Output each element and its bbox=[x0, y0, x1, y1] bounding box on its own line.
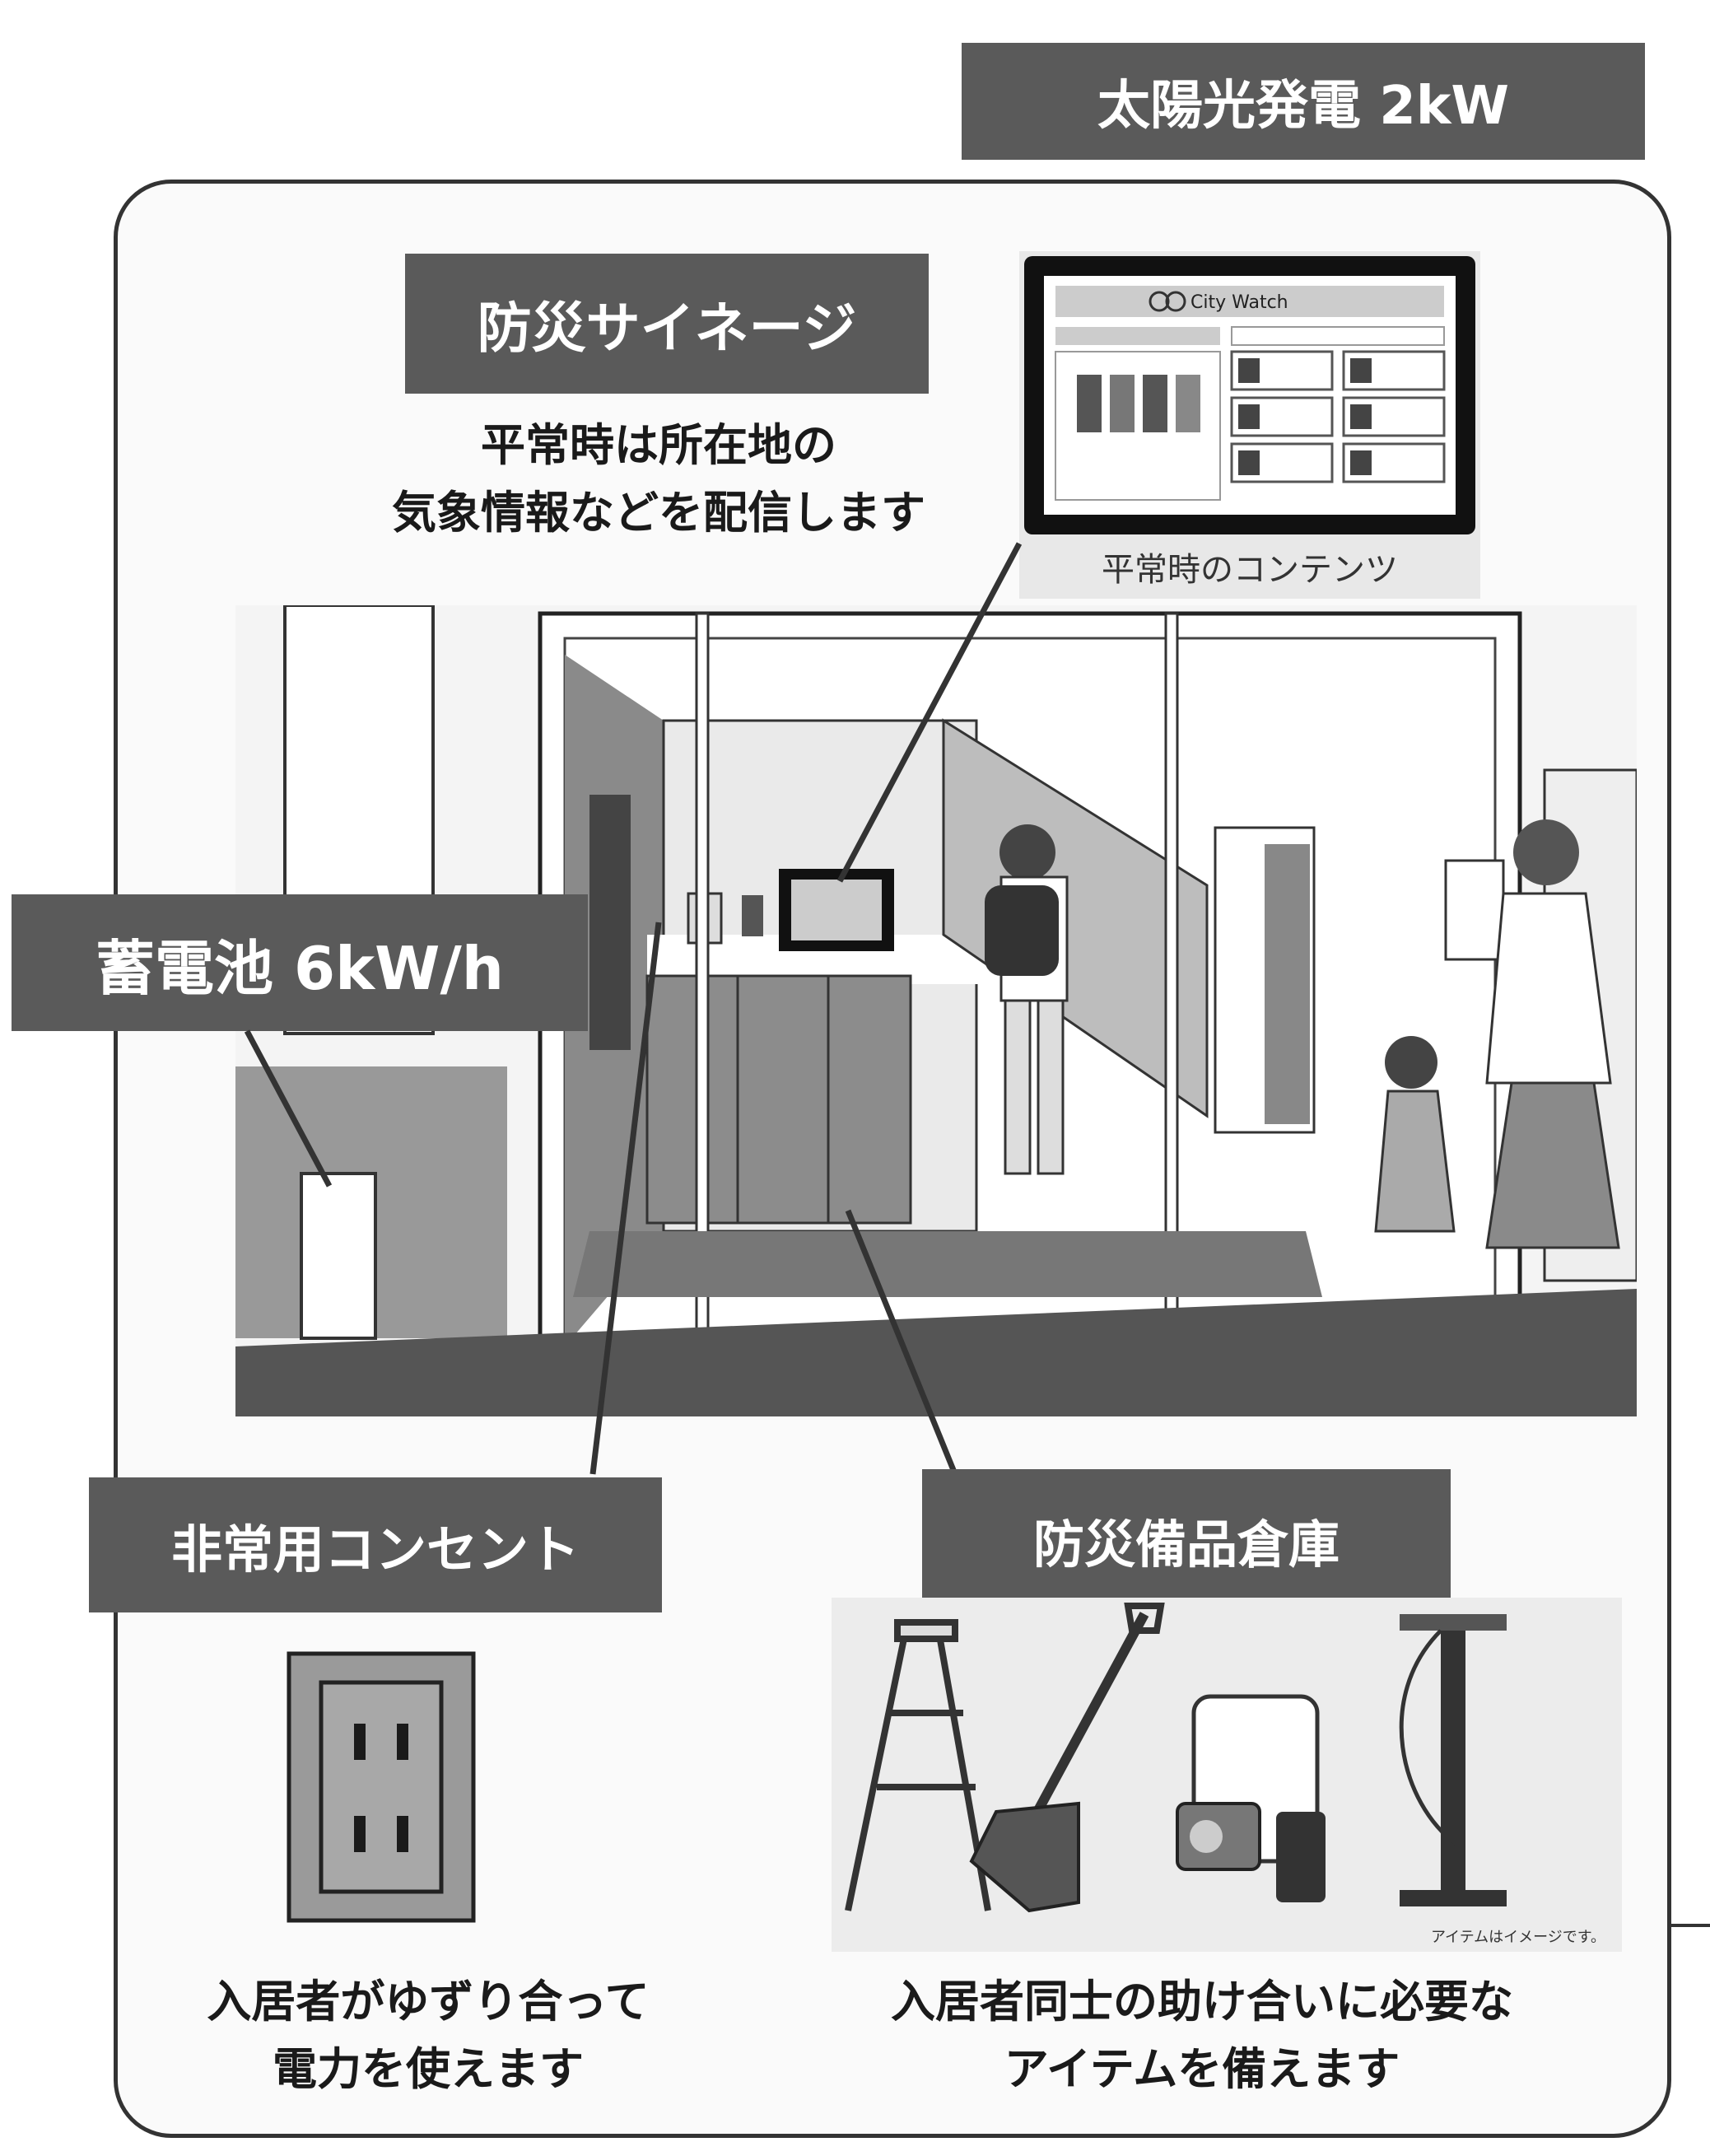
signage-screen: City Watch 平常時のコンテンツ bbox=[1019, 251, 1480, 599]
battery-leader-line bbox=[244, 1029, 333, 1188]
items-note: アイテムはイメージです。 bbox=[1431, 1929, 1605, 1946]
outlet-label: 非常用コンセント bbox=[89, 1477, 662, 1612]
storage-caption-line2: アイテムを備えます bbox=[1004, 2043, 1400, 2095]
storage-items-illustration: アイテムはイメージです。 bbox=[832, 1598, 1622, 1952]
storage-label: 防災備品倉庫 bbox=[922, 1469, 1451, 1611]
signage-leader-line bbox=[836, 542, 1023, 883]
solar-power-label: 太陽光発電 2kW bbox=[962, 43, 1645, 160]
signage-caption-line2: 気象情報などを配信します bbox=[392, 487, 925, 539]
storage-caption: 入居者同士の助け合いに必要な アイテムを備えます bbox=[848, 1968, 1556, 2103]
lobby-illustration bbox=[235, 604, 1638, 1416]
battery-label: 蓄電池 6kW/h bbox=[12, 894, 588, 1031]
outlet-leader-line bbox=[589, 922, 662, 1475]
screen-brand: City Watch bbox=[1190, 292, 1288, 313]
screen-caption: 平常時のコンテンツ bbox=[1102, 551, 1398, 589]
outlet-caption-line1: 入居者がゆずり合って bbox=[207, 1976, 650, 2028]
storage-caption-line1: 入居者同士の助け合いに必要な bbox=[891, 1976, 1513, 2028]
outlet-caption-line2: 電力を使えます bbox=[273, 2043, 584, 2095]
storage-leader-line bbox=[845, 1209, 958, 1476]
signage-caption-line1: 平常時は所在地の bbox=[481, 419, 836, 471]
signage-caption: 平常時は所在地の 気象情報などを配信します bbox=[354, 412, 963, 547]
outlet-caption: 入居者がゆずり合って 電力を使えます bbox=[156, 1968, 700, 2103]
signage-label: 防災サイネージ bbox=[405, 254, 929, 394]
outlet-illustration bbox=[287, 1651, 476, 1923]
